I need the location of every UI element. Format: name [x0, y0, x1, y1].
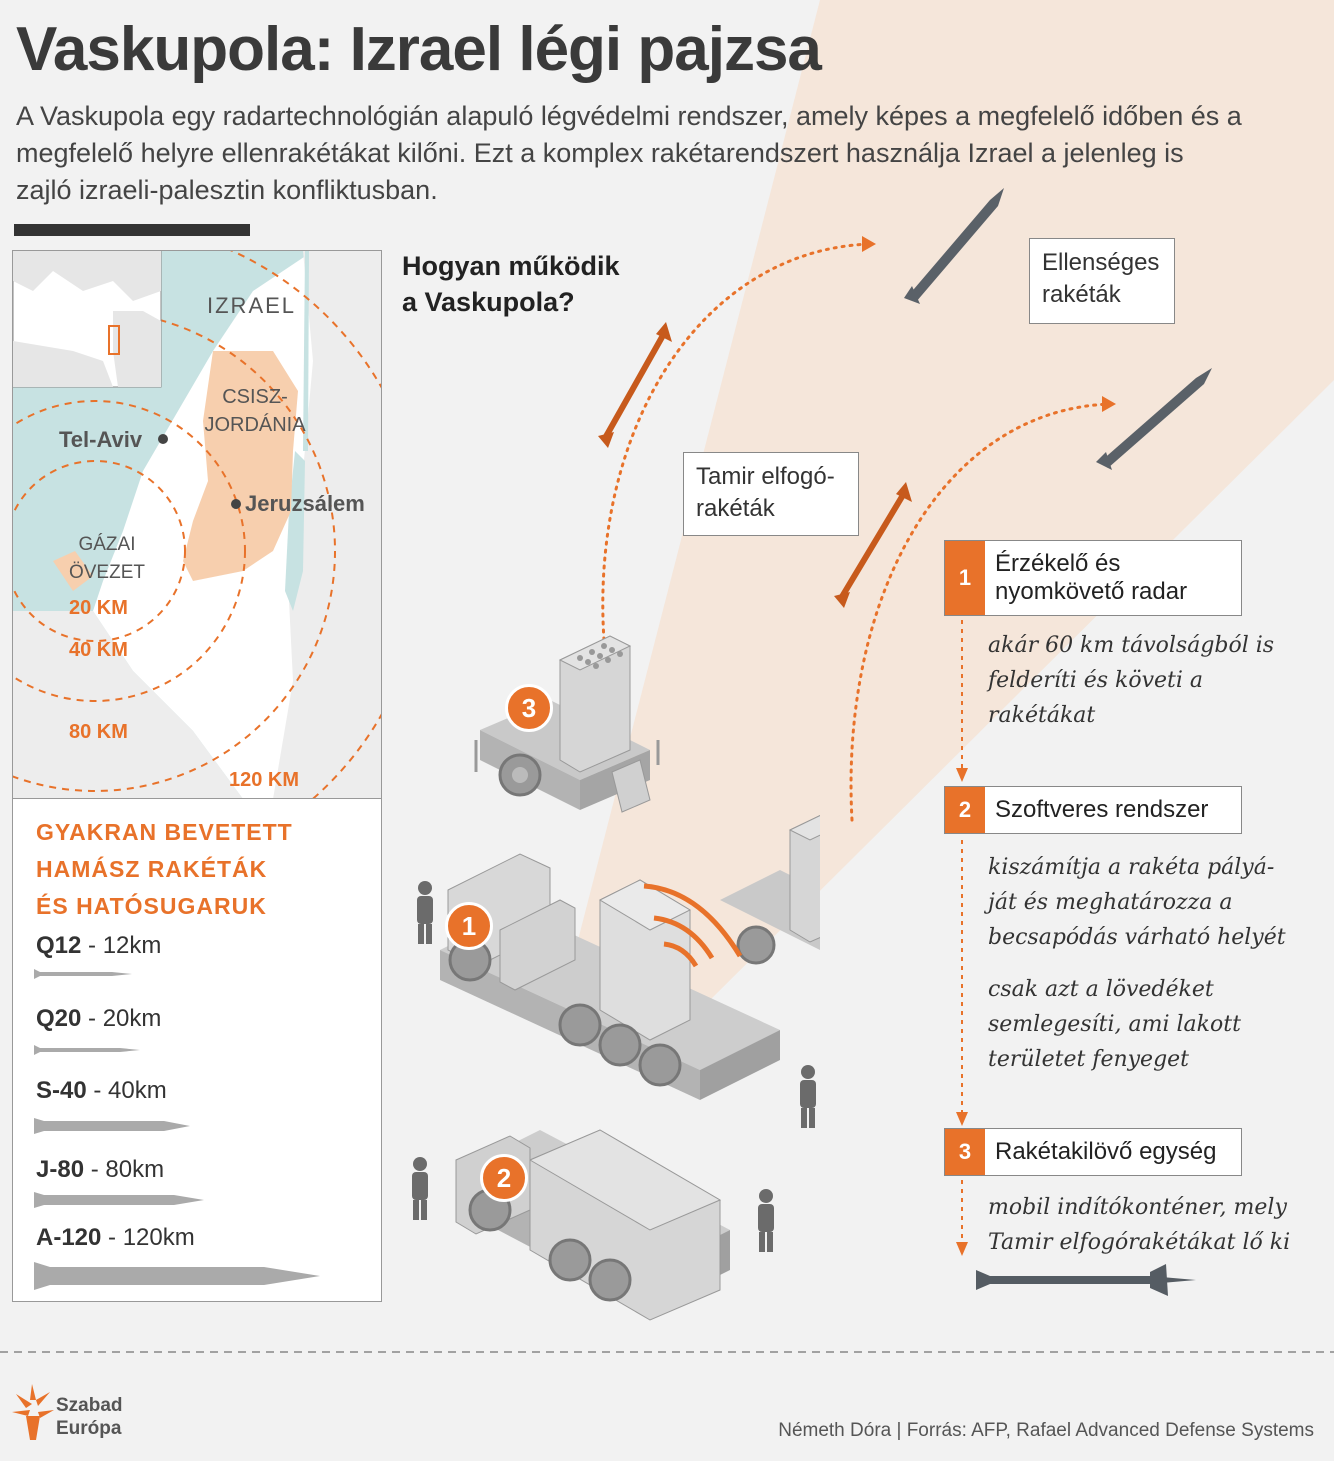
- rocket-label-s40: S-40 - 40km: [36, 1077, 167, 1104]
- map-label-izrael: Izrael: [207, 293, 297, 318]
- intro-text: A Vaskupola egy radartechnológián alapul…: [16, 101, 1242, 205]
- enemy-rocket-icon: [904, 188, 1004, 304]
- step-2-desc: kiszámítja a rakéta pályá-ját és meghatá…: [988, 855, 1286, 950]
- step-1-box: 1 Érzékelő és nyomkövető radar: [944, 540, 1242, 616]
- title-bar: [14, 224, 250, 236]
- map-panel: Izrael Csisz- jordánia Tel-Aviv Jeruzsál…: [12, 250, 382, 800]
- israel-map: [13, 251, 381, 799]
- range-80: 80 km: [69, 721, 128, 743]
- credit-text: Németh Dóra | Forrás: AFP, Rafael Advanc…: [778, 1420, 1314, 1441]
- step-2-box: 2 Szoftveres rendszer: [944, 786, 1242, 834]
- szabad-europa-logo-icon: [12, 1384, 54, 1440]
- tamir-rockets-label: Tamir elfogó- rakéták: [683, 452, 859, 536]
- rocket-label-j80: J-80 - 80km: [36, 1156, 165, 1183]
- launcher-vehicle-2: [720, 815, 820, 965]
- vehicle-badge-1: 1: [445, 902, 493, 950]
- tamir-rocket-icon-2: [834, 482, 912, 608]
- step-1-number: 1: [945, 541, 985, 615]
- step-2-number: 2: [945, 787, 985, 833]
- range-20: 20 km: [69, 597, 128, 619]
- rocket-a120-icon: [34, 1262, 320, 1290]
- rocket-q12-icon: [34, 969, 132, 979]
- rocket-q20-icon: [34, 1045, 140, 1055]
- legend-title: Gyakran bevetett Hamász rakéták és hatós…: [36, 819, 293, 919]
- enemy-rockets-label: Ellenséges rakéták: [1029, 238, 1175, 324]
- vehicle-badge-3: 3: [505, 684, 553, 732]
- tamir-rocket-large-icon: [976, 1264, 1196, 1296]
- rocket-label-q12: Q12 - 12km: [36, 932, 162, 959]
- step-3-box: 3 Rakétakilövő egység: [944, 1128, 1242, 1176]
- rocket-s40-icon: [34, 1118, 190, 1134]
- how-title: Hogyan működik a Vaskupola?: [402, 251, 620, 317]
- map-label-csisz: Csisz- jordánia: [204, 386, 306, 436]
- rocket-label-q20: Q20 - 20km: [36, 1005, 162, 1032]
- map-label-tel-aviv: Tel-Aviv: [59, 427, 143, 452]
- command-truck-2: [455, 1129, 730, 1321]
- map-label-gazai: Gázai övezet: [68, 534, 145, 583]
- range-120: 120 km: [229, 769, 300, 791]
- vehicles-illustration: [412, 635, 820, 1321]
- launcher-vehicle-3: [474, 635, 660, 813]
- range-40: 40 km: [69, 639, 128, 661]
- enemy-rocket-icon-2: [1096, 368, 1212, 470]
- tamir-rocket-icon: [598, 322, 672, 448]
- rocket-label-a120: A-120 - 120km: [36, 1224, 195, 1251]
- step-3-number: 3: [945, 1129, 985, 1175]
- page-title: Vaskupola: Izrael légi pajzsa: [16, 15, 822, 84]
- map-label-jeruzsalem: Jeruzsálem: [245, 491, 365, 516]
- radar-waves: [643, 883, 743, 968]
- soldier-figures: [412, 881, 816, 1252]
- rocket-j80-icon: [34, 1192, 204, 1208]
- radar-truck-1: [440, 853, 780, 1100]
- logo-text: Szabad Európa: [56, 1395, 123, 1439]
- vehicle-badge-2: 2: [480, 1154, 528, 1202]
